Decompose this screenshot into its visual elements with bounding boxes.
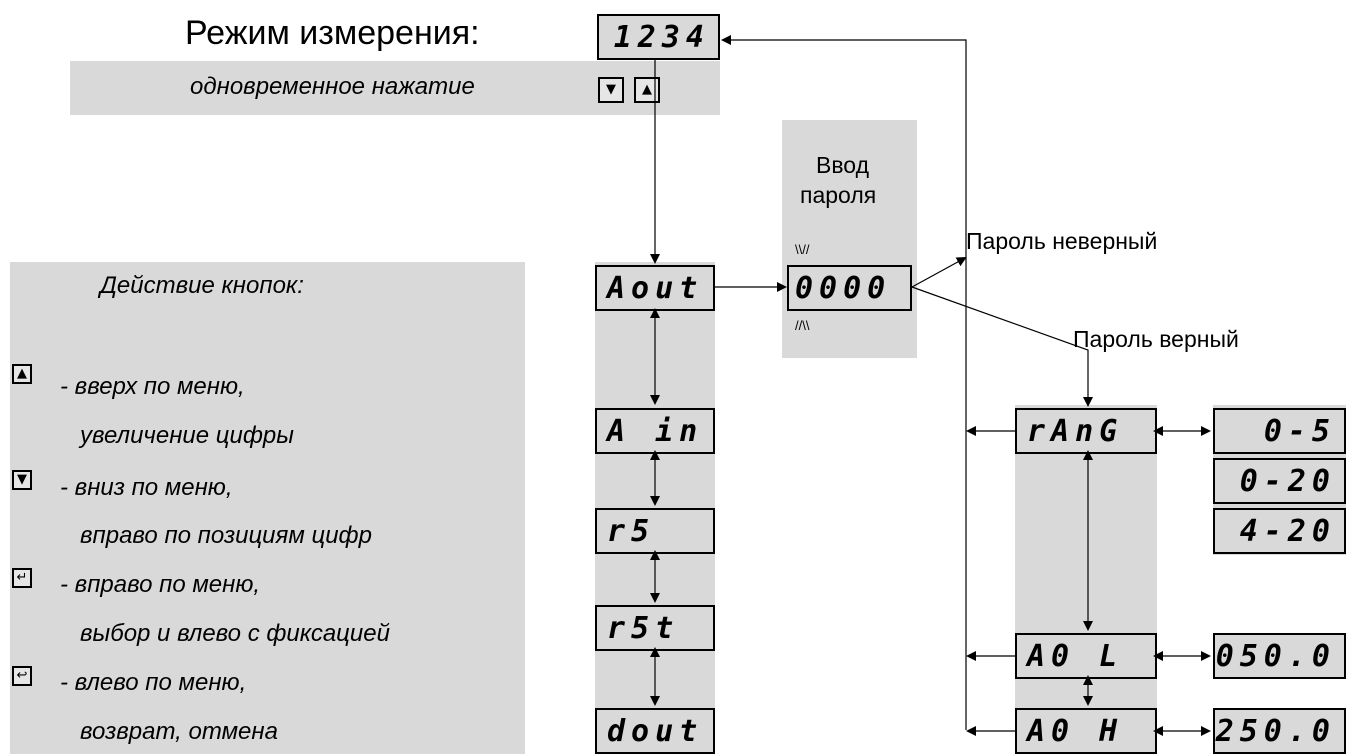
- password-correct-label: Пароль верный: [1073, 326, 1239, 352]
- simultaneous-press-label: одновременное нажатие: [190, 73, 475, 100]
- legend-enter-line1: - вправо по меню,: [60, 571, 261, 598]
- password-title-line2: пароля: [800, 182, 877, 208]
- aol-value: 050.0: [1213, 633, 1346, 679]
- legend-down-line1: - вниз по меню,: [60, 474, 233, 501]
- blink-mark-top: \\//: [795, 242, 810, 257]
- password-panel: [782, 120, 917, 358]
- menu-aout: Aout: [595, 265, 715, 311]
- line-password-correct: [911, 286, 1093, 407]
- menu-r5: r5: [595, 508, 715, 554]
- line-password-wrong: [911, 257, 967, 288]
- rang-option-4-20: 4-20: [1213, 508, 1346, 554]
- password-wrong-label: Пароль неверный: [966, 228, 1158, 254]
- down-arrow-icon: ▼: [12, 470, 32, 490]
- password-title-line1: Ввод: [816, 152, 870, 178]
- legend-escape-line1: - влево по меню,: [60, 669, 247, 696]
- rang-option-0-5: 0-5: [1213, 408, 1346, 454]
- line-return-to-mode: [721, 35, 967, 730]
- escape-icon: ↩: [12, 666, 32, 686]
- down-key-icon: ▼: [598, 77, 624, 103]
- menu-r5t: r5t: [595, 605, 715, 651]
- menu-ain: A in: [595, 408, 715, 454]
- menu-dout: dout: [595, 708, 715, 754]
- password-display: 0000: [787, 265, 912, 311]
- mode-label: Режим измерения:: [185, 14, 480, 52]
- mode-display: 1234: [597, 14, 720, 60]
- aoh-value: 250.0: [1213, 708, 1346, 754]
- legend-panel: [10, 262, 525, 754]
- rang-option-0-20: 0-20: [1213, 458, 1346, 504]
- legend-up-line2: увеличение цифры: [80, 422, 294, 449]
- legend-escape-line2: возврат, отмена: [80, 718, 278, 745]
- up-key-icon: ▲: [634, 77, 660, 103]
- submenu-aoh: A0 H: [1015, 708, 1157, 754]
- enter-icon: ↵: [12, 568, 32, 588]
- blink-mark-bottom: //\\: [795, 318, 810, 333]
- legend-down-line2: вправо по позициям цифр: [80, 522, 372, 549]
- legend-title: Действие кнопок:: [100, 272, 304, 299]
- legend-enter-line2: выбор и влево с фиксацией: [80, 620, 390, 647]
- submenu-rang: rAnG: [1015, 408, 1157, 454]
- up-arrow-icon: ▲: [12, 364, 32, 384]
- legend-up-line1: - вверх по меню,: [60, 373, 245, 400]
